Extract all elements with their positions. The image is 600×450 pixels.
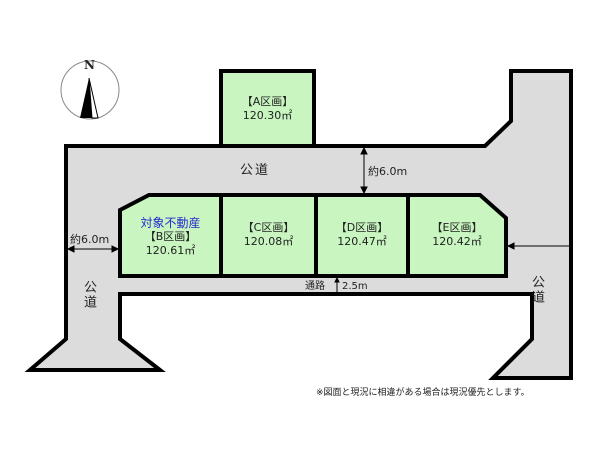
lot-d-name: 【D区画】 [335, 221, 389, 234]
lot-c-area: 120.08㎡ [243, 235, 294, 248]
main-road-width: 約6.0m [368, 165, 408, 178]
lot-e-shape [406, 193, 508, 278]
lot-b-area: 120.61㎡ [145, 244, 196, 257]
subject-property-label: 対象不動産 [140, 216, 201, 230]
lot-d-area: 120.47㎡ [337, 235, 387, 248]
lot-a-area: 120.30㎡ [242, 109, 293, 122]
passage-width: 2.5m [342, 281, 368, 292]
footnote: ※図面と現況に相違がある場合は現況優先とします。 [316, 388, 530, 398]
lot-a-name: 【A区画】 [241, 95, 294, 108]
lot-c-label: 【C区画】 120.08㎡ [221, 221, 316, 249]
passage-label: 通路 [305, 281, 325, 292]
compass-north-label: N [84, 58, 95, 72]
dimension-arrows [66, 146, 569, 292]
lot-a-label: 【A区画】 120.30㎡ [221, 95, 314, 123]
lot-d-label: 【D区画】 120.47㎡ [316, 221, 408, 249]
lot-d-shape [314, 193, 410, 278]
lot-e-name: 【E区画】 [431, 221, 483, 234]
lot-e-area: 120.42㎡ [432, 235, 482, 248]
left-road-label: 公道 [81, 280, 96, 310]
lot-a-shape [219, 69, 316, 148]
lot-e-label: 【E区画】 120.42㎡ [408, 221, 506, 249]
north-compass-icon [60, 60, 120, 120]
main-road-label: 公道 [240, 163, 271, 178]
lot-b-name: 【B区画】 [144, 230, 197, 243]
right-road-label: 公道 [529, 275, 544, 305]
lot-c-shape [219, 193, 318, 278]
lot-c-name: 【C区画】 [242, 221, 295, 234]
left-road-width: 約6.0m [70, 233, 110, 246]
lot-b-label: 対象不動産 【B区画】 120.61㎡ [120, 216, 221, 258]
